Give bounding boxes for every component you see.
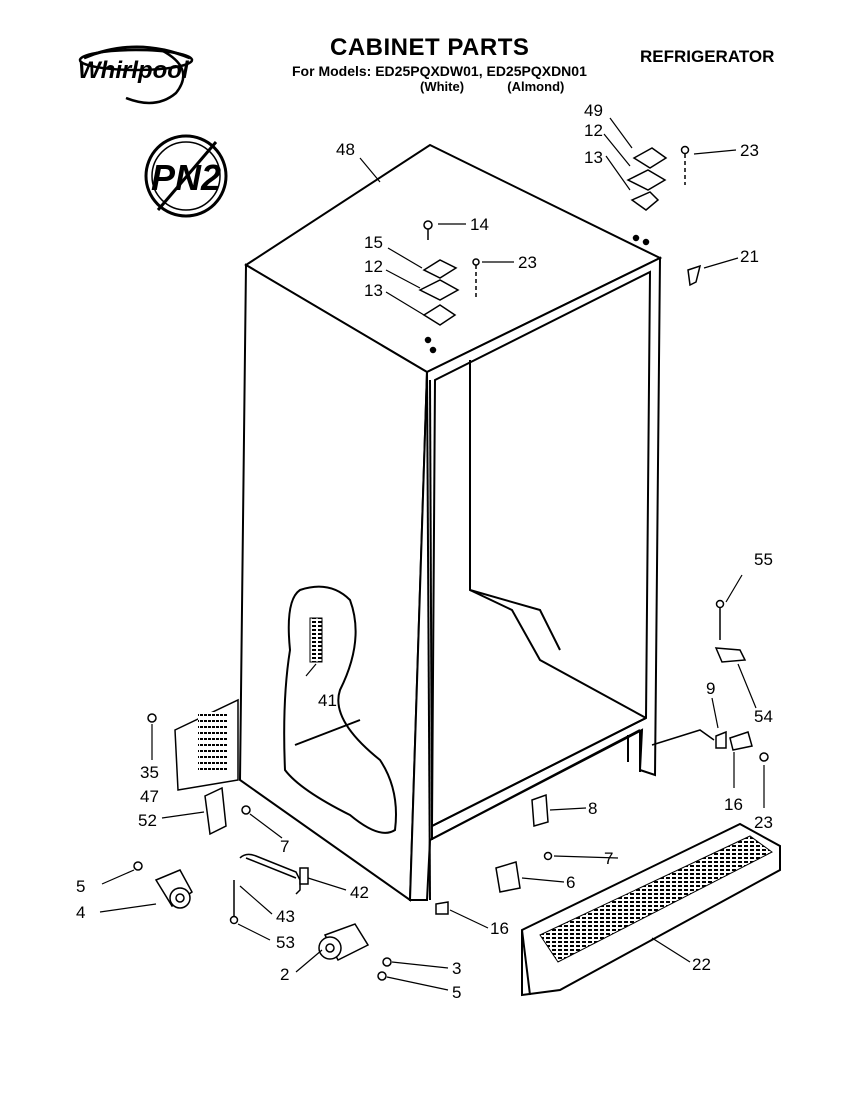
model-variants: (White) (Almond) (420, 79, 564, 94)
roller-assembly-front (318, 923, 392, 981)
roller-assembly-left (133, 861, 193, 909)
refrigerator-cabinet (238, 143, 663, 902)
callout-15: 15 (364, 233, 383, 252)
callout-2: 2 (280, 965, 289, 984)
bracket-part-16 (715, 730, 769, 762)
leveling-rod (229, 853, 309, 925)
callout-53: 53 (276, 933, 295, 952)
callout-47: 47 (140, 787, 159, 806)
callout-55: 55 (754, 550, 773, 569)
brand-wordmark: Whirlpool (78, 57, 190, 84)
coil-spring-part (309, 617, 323, 663)
callout-16a: 16 (724, 795, 743, 814)
callout-35: 35 (140, 763, 159, 782)
callout-13b: 13 (584, 148, 603, 167)
bracket-part-52 (204, 786, 251, 836)
callout-7a: 7 (280, 837, 289, 856)
callout-4: 4 (76, 903, 85, 922)
callout-23a: 23 (518, 253, 537, 272)
callout-43: 43 (276, 907, 295, 926)
clip-part (687, 264, 702, 287)
variant-almond: (Almond) (507, 79, 565, 94)
model-list: For Models: ED25PQXDW01, ED25PQXDN01 (292, 63, 587, 79)
callout-9: 9 (706, 679, 715, 698)
screw-7-icon (543, 851, 553, 861)
callout-21: 21 (740, 247, 759, 266)
bracket-part-6 (495, 861, 521, 893)
prohibited-circle-icon: PN2 (144, 134, 228, 218)
callout-52: 52 (138, 811, 157, 830)
callout-12b: 12 (584, 121, 603, 140)
rear-access-panel (174, 698, 239, 791)
callout-42: 42 (350, 883, 369, 902)
upper-hinge-right (626, 145, 690, 246)
callout-48: 48 (336, 140, 355, 159)
callout-12a: 12 (364, 257, 383, 276)
callout-5b: 5 (452, 983, 461, 1002)
callout-3: 3 (452, 959, 461, 978)
appliance-type: REFRIGERATOR (640, 47, 775, 66)
callout-13a: 13 (364, 281, 383, 300)
callout-49: 49 (584, 101, 603, 120)
callout-16b: 16 (490, 919, 509, 938)
callout-23b: 23 (740, 141, 759, 160)
callout-labels: 48 14 15 23 12 13 49 12 13 23 21 41 55 5… (76, 101, 773, 1002)
callout-7b: 7 (604, 849, 613, 868)
toe-grille (521, 822, 781, 997)
bracket-part-54 (714, 599, 747, 663)
callout-54: 54 (754, 707, 773, 726)
callout-14: 14 (470, 215, 489, 234)
callout-6: 6 (566, 873, 575, 892)
page-title: CABINET PARTS (330, 34, 530, 61)
upper-hinge-center (418, 220, 480, 354)
callout-8: 8 (588, 799, 597, 818)
callout-41: 41 (318, 691, 337, 710)
clip-part-16 (435, 901, 449, 915)
variant-white: (White) (420, 79, 465, 94)
callout-23c: 23 (754, 813, 773, 832)
callout-22: 22 (692, 955, 711, 974)
whirlpool-logo: Whirlpool (78, 45, 194, 105)
callout-5a: 5 (76, 877, 85, 896)
block-part-8 (531, 793, 549, 827)
screw-35-icon (147, 713, 157, 723)
leader-lines (99, 117, 765, 991)
